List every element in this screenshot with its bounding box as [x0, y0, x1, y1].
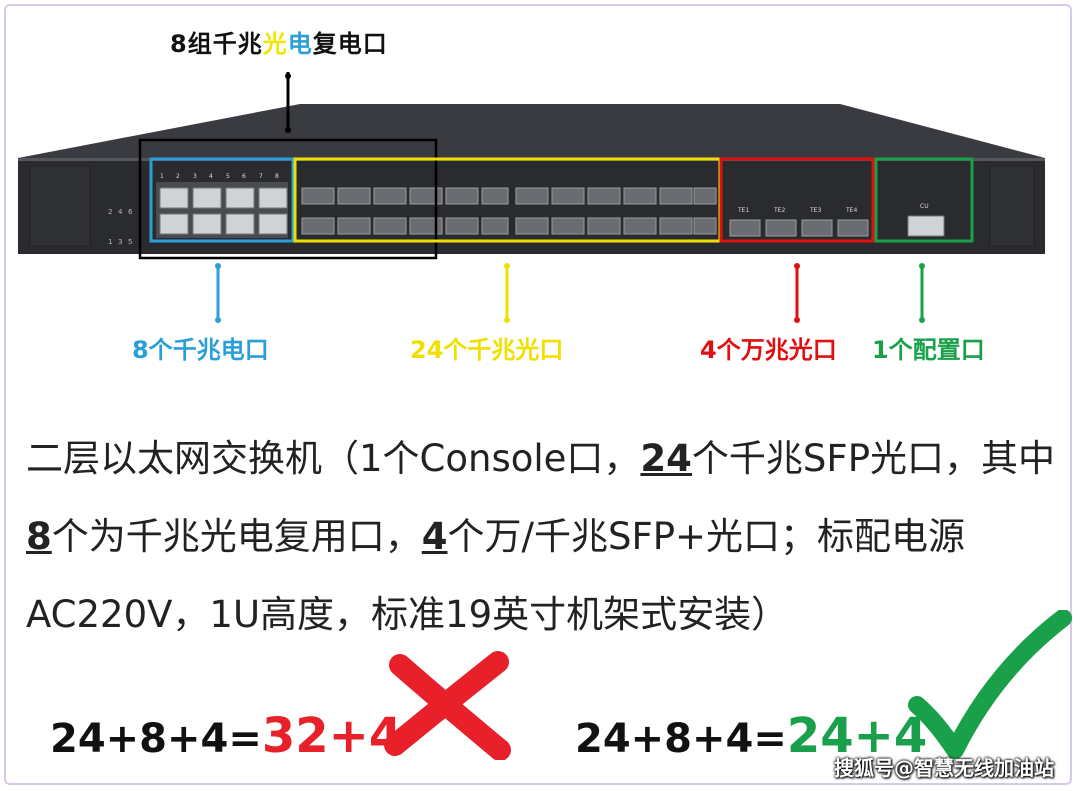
sfp-plus-label: 4个万兆光口 [700, 336, 837, 364]
console-port [907, 215, 945, 237]
svg-text:3: 3 [118, 238, 122, 246]
sfp-ports-1 [301, 187, 509, 235]
top-combo-label: 8组千兆光电复电口 [170, 30, 388, 58]
combo-box [138, 138, 438, 260]
svg-text:TE4: TE4 [845, 207, 857, 214]
sfp-ports-2 [515, 187, 717, 235]
switch-top [18, 104, 1045, 158]
sfp-plus-ports [729, 219, 869, 237]
svg-text:TE3: TE3 [809, 207, 821, 214]
sfp-label: 24个千兆光口 [410, 336, 564, 364]
led-panel: 2 4 6 1 3 5 [108, 208, 133, 246]
rj45-numbers: 1 2 3 4 5 6 7 8 [160, 173, 279, 180]
svg-text:4: 4 [118, 208, 123, 216]
svg-text:CU: CU [920, 203, 929, 210]
svg-text:6: 6 [128, 208, 133, 216]
wrong-equation: 24+8+4=32+4 [50, 708, 403, 764]
rj45-ports [156, 182, 288, 238]
svg-text:5: 5 [128, 238, 132, 246]
svg-text:TE1: TE1 [737, 207, 749, 214]
svg-text:1: 1 [160, 173, 164, 180]
svg-text:TE2: TE2 [773, 207, 785, 214]
svg-text:5: 5 [226, 173, 230, 180]
num-24: 24 [640, 437, 692, 480]
tengig-labels: TE1 TE2 TE3 TE4 [737, 207, 857, 214]
svg-text:3: 3 [193, 173, 197, 180]
cross-icon [384, 651, 511, 760]
page-frame [4, 4, 1072, 785]
num-8: 8 [26, 515, 52, 558]
rj45-label: 8个千兆电口 [132, 336, 269, 364]
svg-text:2: 2 [108, 208, 112, 216]
svg-text:7: 7 [259, 173, 263, 180]
console-label: 1个配置口 [872, 336, 985, 364]
console-box [874, 157, 974, 243]
switch-illustration: 2 4 6 1 3 5 1 2 3 4 5 6 7 8 [18, 72, 1045, 323]
right-equation: 24+8+4=24+4 [575, 708, 928, 764]
num-4: 4 [421, 515, 448, 558]
watermark: 搜狐号@智慧无线加油站 [834, 756, 1054, 780]
svg-text:2: 2 [176, 173, 180, 180]
sfp-plus-box [719, 157, 875, 243]
svg-text:8: 8 [275, 173, 279, 180]
left-ear [29, 165, 91, 247]
check-icon [908, 610, 1072, 759]
description-paragraph: 二层以太网交换机（1个Console口，24个千兆SFP光口，其中8个为千兆光电… [26, 437, 1056, 636]
svg-text:4: 4 [209, 173, 213, 180]
right-ear [989, 165, 1035, 247]
svg-text:1: 1 [108, 238, 112, 246]
rj45-box [149, 157, 295, 243]
svg-text:6: 6 [242, 173, 246, 180]
